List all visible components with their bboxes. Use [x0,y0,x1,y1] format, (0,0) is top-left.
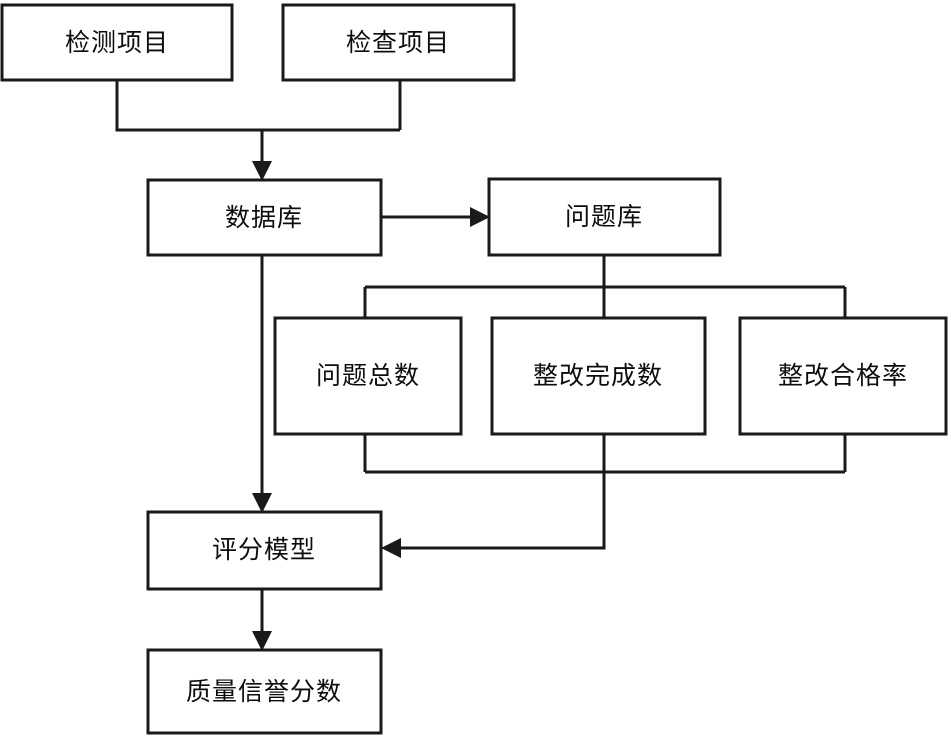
node-layer: 检测项目 检查项目 数据库 问题库 问题总数 整改完成数 [0,3,948,735]
node-database[interactable]: 数据库 [146,178,383,257]
node-problem-total-label: 问题总数 [316,361,420,390]
arrowhead-into-problem-library [470,207,490,227]
arrowhead-database-into-scoring-model [252,493,272,513]
node-problem-total[interactable]: 问题总数 [273,316,463,436]
node-problem-library-box[interactable] [487,177,722,257]
node-credit-score[interactable]: 质量信誉分数 [146,648,383,735]
node-credit-score-label: 质量信誉分数 [186,677,342,706]
node-credit-score-box[interactable] [146,648,383,735]
arrowhead-into-credit-score [252,631,272,651]
arrowhead-into-database [252,161,272,181]
node-inspection-item[interactable]: 检测项目 [0,3,234,82]
node-scoring-model-label: 评分模型 [212,535,316,564]
node-check-item[interactable]: 检查项目 [281,3,516,82]
node-problem-library[interactable]: 问题库 [487,177,722,257]
edge-metrics-to-scoring-model [392,472,606,550]
arrowhead-into-scoring-model [381,538,401,558]
node-problem-total-box[interactable] [273,316,463,436]
node-rectify-done[interactable]: 整改完成数 [490,316,707,436]
node-rectify-pass-rate-box[interactable] [738,316,948,436]
node-check-item-box[interactable] [281,3,516,82]
node-rectify-pass-rate-label: 整改合格率 [778,361,908,390]
node-inspection-item-label: 检测项目 [65,28,169,57]
node-rectify-pass-rate[interactable]: 整改合格率 [738,316,948,436]
node-database-box[interactable] [146,178,383,257]
node-problem-library-label: 问题库 [565,202,643,231]
node-rectify-done-box[interactable] [490,316,707,436]
edge-inspection-to-merge [115,80,400,132]
node-rectify-done-label: 整改完成数 [533,361,663,390]
node-inspection-item-box[interactable] [0,3,234,82]
node-scoring-model-box[interactable] [146,510,383,591]
node-check-item-label: 检查项目 [346,28,450,57]
node-database-label: 数据库 [225,203,303,232]
node-scoring-model[interactable]: 评分模型 [146,510,383,591]
connector-layer [115,80,847,651]
